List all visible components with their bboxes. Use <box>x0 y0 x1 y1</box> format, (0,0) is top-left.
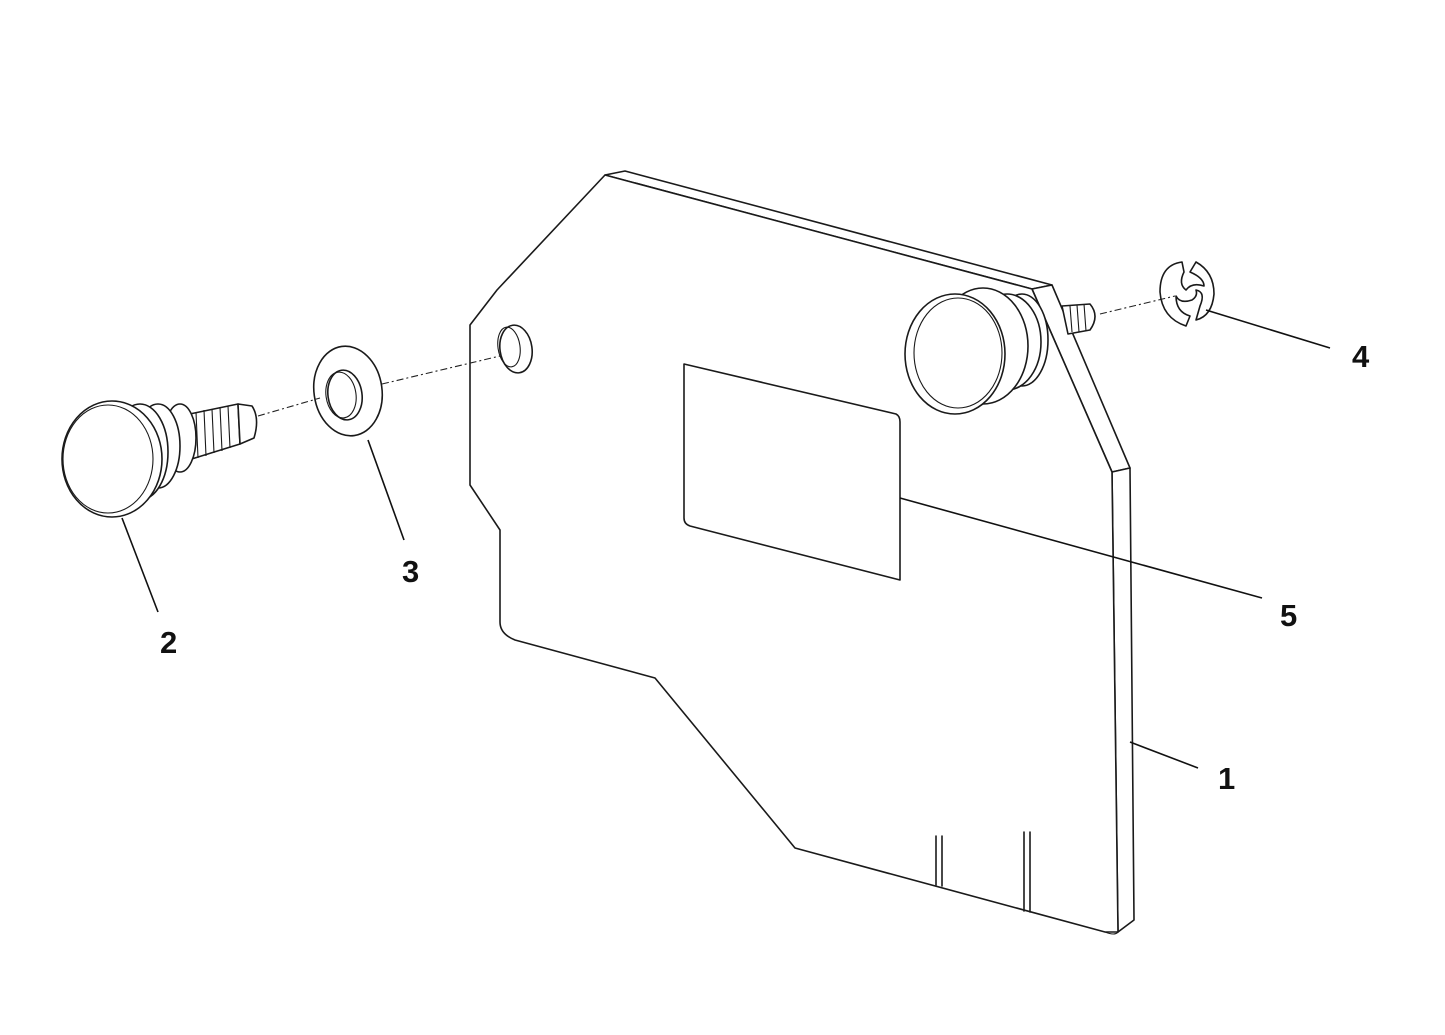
callout-1: 1 <box>1218 761 1235 796</box>
leader-line-4 <box>1205 309 1331 349</box>
plate-hole <box>497 324 533 374</box>
leader-line-5 <box>899 497 1263 599</box>
callout-5: 5 <box>1280 598 1297 633</box>
leader-line-3 <box>367 439 405 541</box>
index-plunger <box>61 400 258 518</box>
assembly-axis-left <box>257 397 321 417</box>
assembly-axis-right <box>1099 295 1176 315</box>
leader-line-1 <box>1129 741 1199 769</box>
leader-line-2 <box>121 517 159 613</box>
callout-3: 3 <box>402 554 419 589</box>
callout-2: 2 <box>160 625 177 660</box>
label-plate <box>683 363 901 581</box>
flat-washer <box>312 345 384 437</box>
mounted-plunger <box>904 287 1096 415</box>
retaining-e-clip <box>1159 261 1215 327</box>
callout-4: 4 <box>1352 339 1370 374</box>
